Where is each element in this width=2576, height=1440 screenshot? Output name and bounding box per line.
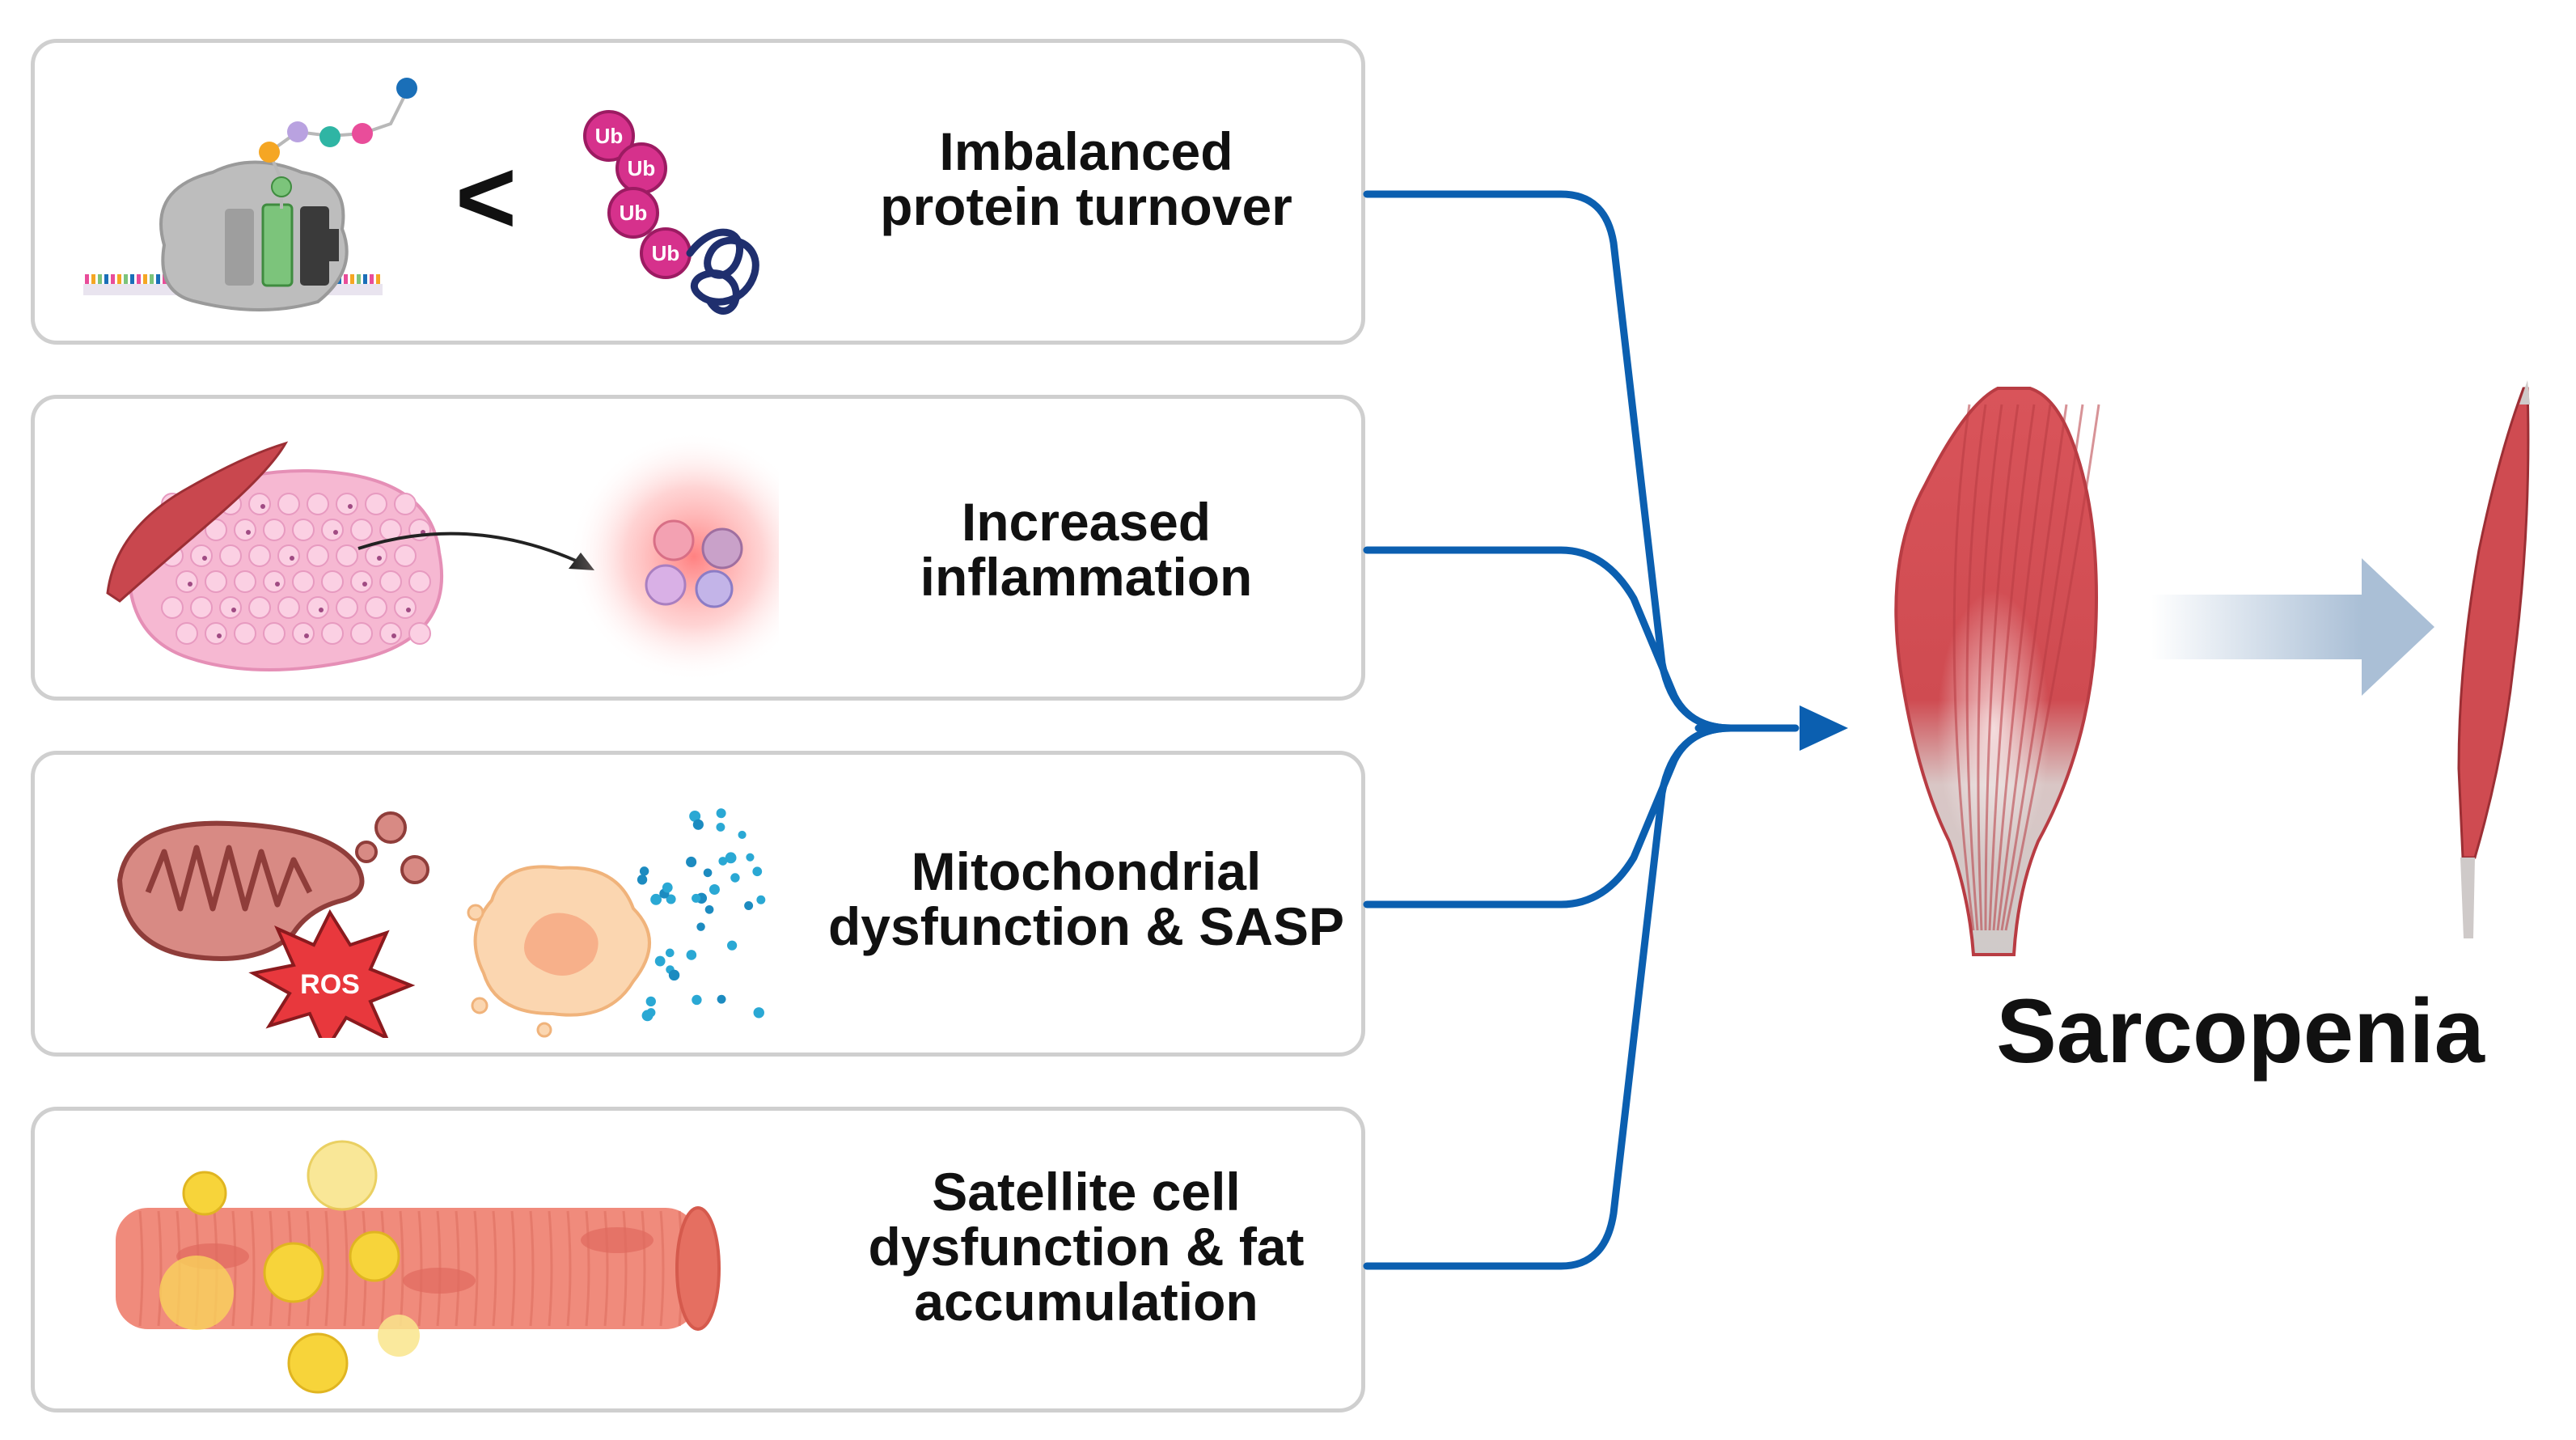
- progression-arrow-icon: [2151, 558, 2434, 696]
- panel-satellite: Satellite cell dysfunction & fat accumul…: [31, 1107, 1365, 1412]
- label-line: inflammation: [920, 547, 1253, 607]
- panel-protein-turnover: < Ub Ub Ub Ub Imbalanced protein turnove…: [31, 39, 1365, 345]
- mitochondrion-icon: [116, 811, 429, 961]
- panel-label-mitochondria: Mitochondrial dysfunction & SASP: [795, 844, 1377, 954]
- label-line: Mitochondrial: [911, 841, 1262, 901]
- panel-mitochondria: ROS Mitochondrial dysfunction & SASP: [31, 751, 1365, 1057]
- label-line: accumulation: [914, 1272, 1258, 1332]
- healthy-muscle-icon: [1894, 387, 2100, 956]
- senescent-cell-icon: [467, 865, 651, 1038]
- ub-label-1: Ub: [595, 124, 624, 148]
- fat-droplets-icon: [159, 1140, 420, 1394]
- less-than-symbol: <: [455, 138, 517, 256]
- connector-4: [1363, 724, 1735, 1270]
- atrophied-muscle-icon: [2457, 380, 2530, 938]
- ub-label-4: Ub: [652, 241, 680, 265]
- ros-burst-icon: [248, 908, 416, 1038]
- connector-2: [1363, 546, 1735, 732]
- muscle-fiber-icon: [116, 1206, 721, 1331]
- connector-1: [1363, 190, 1735, 732]
- label-line: dysfunction & SASP: [827, 896, 1345, 956]
- satellite-illustration: [116, 1140, 721, 1394]
- ub-label-3: Ub: [620, 201, 648, 225]
- muscle-strip-icon: [106, 441, 289, 603]
- ub-label-2: Ub: [628, 156, 656, 180]
- label-line: Satellite cell: [932, 1162, 1241, 1222]
- immune-cells-icon: [645, 519, 743, 608]
- convergence-connectors: [1363, 190, 1800, 1270]
- inflammation-illustration: [106, 431, 779, 682]
- panel-label-satellite: Satellite cell dysfunction & fat accumul…: [795, 1164, 1377, 1329]
- label-line: Increased: [961, 492, 1212, 552]
- label-line: Imbalanced: [939, 121, 1233, 181]
- label-line: dysfunction & fat: [868, 1217, 1305, 1277]
- connector-arrowhead-icon: [1800, 705, 1848, 751]
- mitochondria-illustration: ROS: [116, 808, 766, 1038]
- label-line: protein turnover: [880, 176, 1292, 236]
- ubiquitin-chain-icon: Ub Ub Ub Ub: [583, 110, 692, 279]
- ribosome-icon: [159, 160, 349, 311]
- sasp-particles-icon: [637, 808, 766, 1022]
- ros-label: ROS: [300, 969, 360, 1000]
- misfolded-protein-icon: [686, 228, 759, 315]
- inflammation-arrow-icon: [357, 532, 586, 566]
- peptide-chain-icon: [259, 78, 417, 209]
- protein-turnover-illustration: < Ub Ub Ub Ub: [83, 78, 759, 315]
- panel-label-protein-turnover: Imbalanced protein turnover: [795, 124, 1377, 234]
- panel-inflammation: Increased inflammation: [31, 395, 1365, 701]
- result-label-sarcopenia: Sarcopenia: [1996, 980, 2485, 1082]
- panel-label-inflammation: Increased inflammation: [795, 494, 1377, 604]
